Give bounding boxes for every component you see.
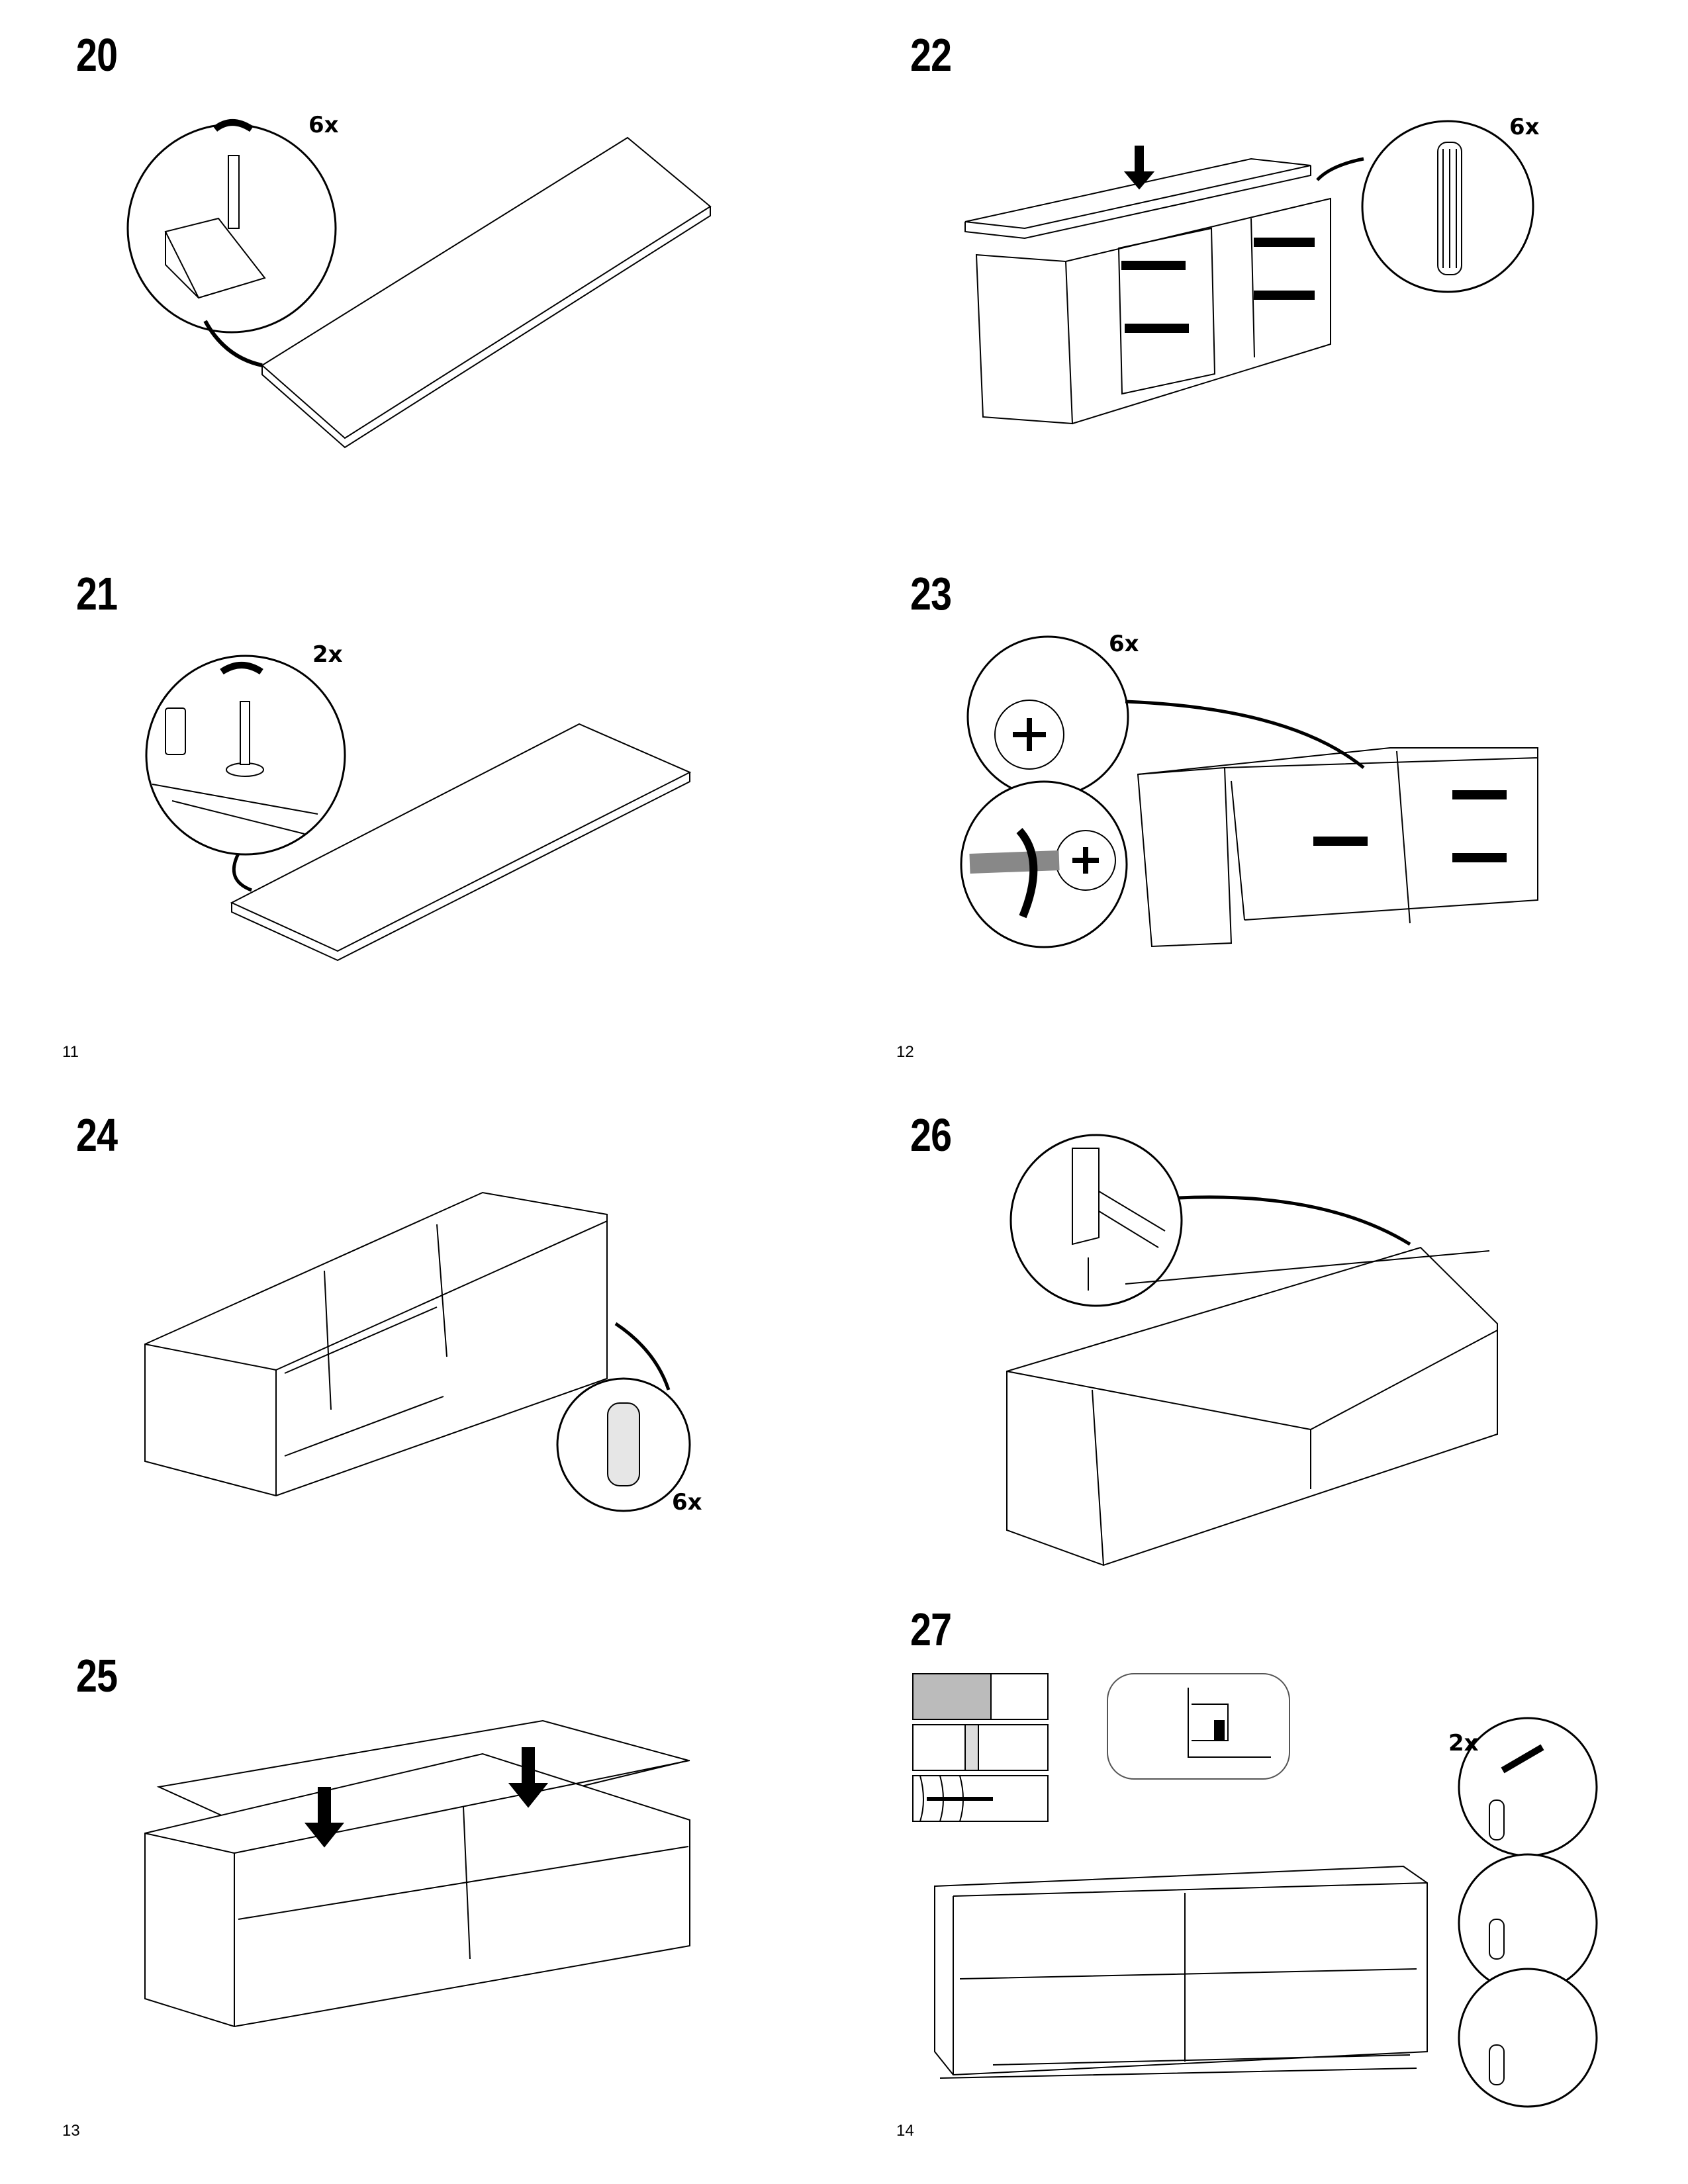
- step-24-illustration: [145, 1193, 690, 1511]
- page-number-13: 13: [62, 2122, 80, 2140]
- step-number-21: 21: [76, 568, 118, 619]
- step-23-illustration: [961, 637, 1538, 947]
- step-number-27: 27: [910, 1604, 952, 1655]
- quantity-label-21: 2x: [312, 641, 343, 668]
- quantity-label-23: 6x: [1109, 631, 1139, 657]
- step-27-illustration: [913, 1674, 1597, 2107]
- page-number-14: 14: [896, 2122, 914, 2140]
- step-number-23: 23: [910, 568, 952, 619]
- page-number-12: 12: [896, 1043, 914, 1061]
- quantity-label-22: 6x: [1509, 114, 1540, 140]
- step-number-26: 26: [910, 1109, 952, 1161]
- step-25-illustration: [145, 1721, 690, 2026]
- page-number-11: 11: [62, 1043, 79, 1061]
- step-21-illustration: [146, 656, 690, 960]
- quantity-label-20: 6x: [308, 112, 339, 138]
- step-number-22: 22: [910, 29, 952, 81]
- step-26-illustration: [1007, 1135, 1497, 1565]
- step-number-24: 24: [76, 1109, 118, 1161]
- step-number-25: 25: [76, 1650, 118, 1702]
- quantity-label-27: 2x: [1448, 1730, 1479, 1756]
- step-22-illustration: [965, 121, 1533, 424]
- step-20-illustration: [128, 122, 710, 447]
- quantity-label-24: 6x: [672, 1489, 702, 1516]
- step-number-20: 20: [76, 29, 118, 81]
